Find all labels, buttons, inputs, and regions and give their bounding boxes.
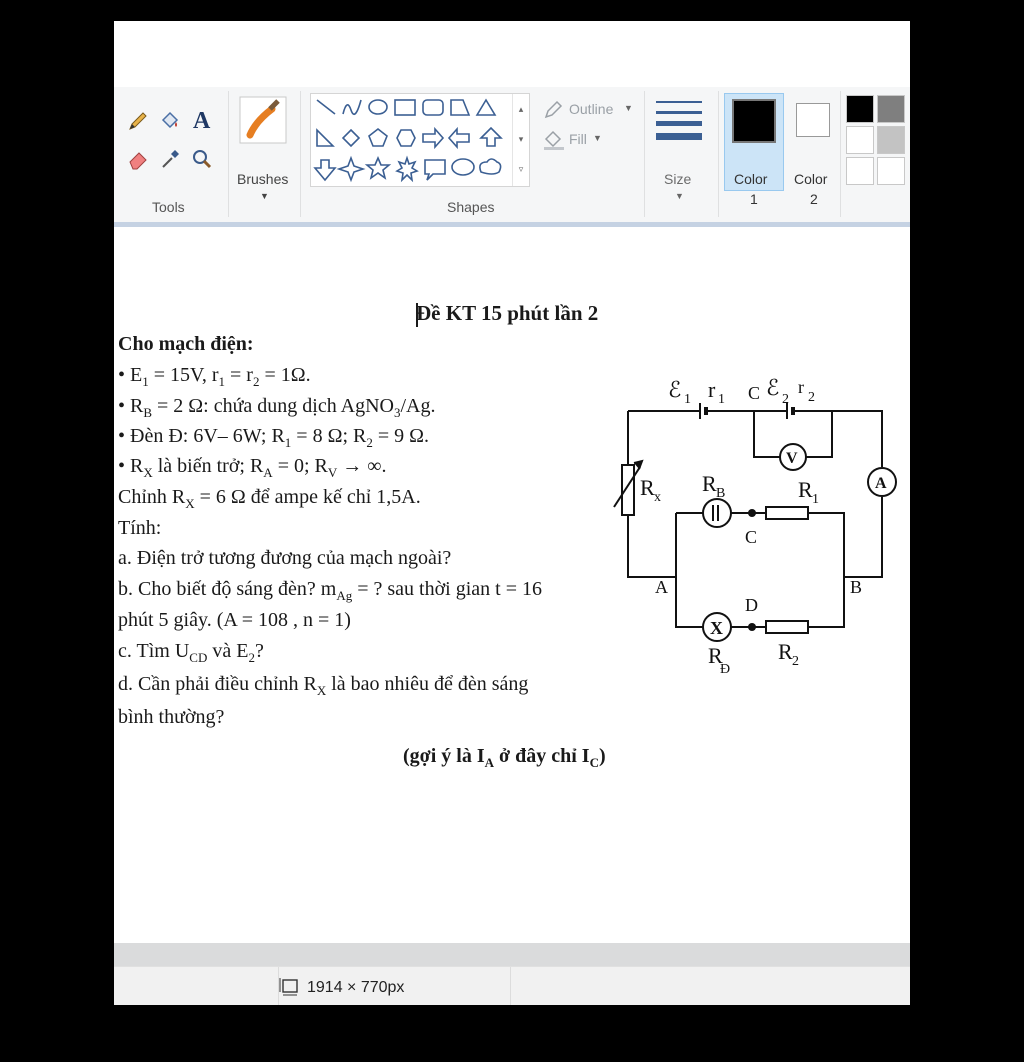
shapes-group-label: Shapes xyxy=(447,199,495,215)
outline-label[interactable]: Outline xyxy=(569,101,614,117)
ribbon: A Tools Brushes ▼ xyxy=(114,87,910,223)
label-node-a: A xyxy=(655,577,668,597)
palette-swatch[interactable] xyxy=(877,157,905,185)
outline-icon[interactable] xyxy=(542,99,564,121)
label-rd: R xyxy=(708,643,723,668)
doc-question-d-cont: bình thường? xyxy=(118,706,225,728)
doc-question-c: c. Tìm UCD và E2? xyxy=(118,640,264,665)
label-e1: ℰ xyxy=(668,377,681,402)
label-e2-sub: 2 xyxy=(782,392,789,407)
label-node-c: C xyxy=(745,527,757,547)
label-r1-sub: 1 xyxy=(718,392,725,407)
separator xyxy=(228,91,229,217)
document-title: Đề KT 15 phút lần 2 xyxy=(416,301,599,325)
label-rd-sub: Đ xyxy=(720,662,730,677)
doc-question-b: b. Cho biết độ sáng đèn? mAg = ? sau thờ… xyxy=(118,578,542,603)
label-r-two: R xyxy=(778,639,793,664)
palette-swatch[interactable] xyxy=(846,157,874,185)
doc-bullet-2: • RB = 2 Ω: chứa dung dịch AgNO3/Ag. xyxy=(118,395,436,420)
label-rb-sub: B xyxy=(716,486,725,501)
separator xyxy=(840,91,841,217)
brushes-icon[interactable] xyxy=(238,95,288,145)
paint-window: A Tools Brushes ▼ xyxy=(114,21,910,1005)
tools-group-label: Tools xyxy=(152,199,185,215)
label-e2: ℰ xyxy=(766,375,779,400)
ribbon-border xyxy=(114,222,910,227)
image-size-text: 1914 × 770px xyxy=(307,979,405,996)
color1-number: 1 xyxy=(750,191,758,207)
pencil-icon[interactable] xyxy=(126,109,150,133)
size-label[interactable]: Size xyxy=(664,171,692,187)
text-tool-icon[interactable]: A xyxy=(190,107,214,131)
palette-swatch[interactable] xyxy=(877,126,905,154)
image-size-icon xyxy=(279,977,301,997)
color-palette xyxy=(846,95,910,191)
size-dropdown-icon[interactable]: ▼ xyxy=(675,191,684,201)
doc-line-6: Tính: xyxy=(118,517,162,539)
magnifier-icon[interactable] xyxy=(190,147,214,171)
label-rx: R xyxy=(640,475,655,500)
voltmeter-symbol: V xyxy=(786,450,798,467)
brushes-label[interactable]: Brushes xyxy=(237,171,289,187)
outline-dropdown-icon[interactable]: ▼ xyxy=(624,103,633,113)
doc-question-d: d. Cần phải điều chỉnh RX là bao nhiêu đ… xyxy=(118,673,529,698)
doc-hint: (gợi ý là IA ở đây chỉ IC) xyxy=(403,745,606,770)
label-rx-sub: x xyxy=(654,490,661,505)
label-r-one-sub: 1 xyxy=(812,492,819,507)
fill-icon[interactable] xyxy=(542,129,566,151)
doc-question-b-cont: phút 5 giây. (A = 108 , n = 1) xyxy=(118,609,351,631)
drawing-canvas[interactable]: Đề KT 15 phút lần 2 Cho mạch điện: • E1 … xyxy=(114,227,910,943)
label-r-two-sub: 2 xyxy=(792,654,799,669)
label-e1-sub: 1 xyxy=(684,392,691,407)
svg-text:A: A xyxy=(193,108,211,131)
label-node-b: B xyxy=(850,577,862,597)
doc-heading: Cho mạch điện: xyxy=(118,333,254,355)
status-divider xyxy=(510,967,511,1005)
label-r2: r xyxy=(798,377,804,397)
palette-swatch[interactable] xyxy=(846,126,874,154)
label-r-one: R xyxy=(798,477,813,502)
fill-bucket-icon[interactable] xyxy=(158,109,182,133)
text-cursor xyxy=(416,303,418,327)
eraser-icon[interactable] xyxy=(126,147,150,171)
label-c-top: C xyxy=(748,383,760,403)
label-node-d: D xyxy=(745,595,758,615)
shapes-gallery[interactable]: ▴▾▿ xyxy=(310,93,530,187)
fill-label[interactable]: Fill xyxy=(569,131,587,147)
status-bar: 1914 × 770px xyxy=(114,966,910,1005)
color1-label: Color xyxy=(734,171,768,187)
fill-dropdown-icon[interactable]: ▼ xyxy=(593,133,602,143)
separator xyxy=(644,91,645,217)
label-r2-sub: 2 xyxy=(808,390,815,405)
separator xyxy=(300,91,301,217)
label-rb: R xyxy=(702,471,717,496)
doc-bullet-4: • RX là biến trở; RA = 0; RV → ∞. xyxy=(118,455,387,480)
status-divider xyxy=(278,967,279,1005)
ammeter-symbol: A xyxy=(875,475,887,492)
color1-swatch[interactable] xyxy=(732,99,776,143)
palette-swatch[interactable] xyxy=(877,95,905,123)
doc-line-5: Chỉnh RX = 6 Ω để ampe kế chỉ 1,5A. xyxy=(118,486,421,511)
brushes-dropdown-icon[interactable]: ▼ xyxy=(260,191,269,201)
palette-swatch[interactable] xyxy=(846,95,874,123)
color-picker-icon[interactable] xyxy=(158,147,182,171)
doc-bullet-1: • E1 = 15V, r1 = r2 = 1Ω. xyxy=(118,364,311,389)
separator xyxy=(718,91,719,217)
color2-swatch[interactable] xyxy=(796,103,830,137)
doc-bullet-3: • Đèn Đ: 6V– 6W; R1 = 8 Ω; R2 = 9 Ω. xyxy=(118,425,429,450)
lamp-symbol: X xyxy=(710,618,723,638)
color2-label[interactable]: Color xyxy=(794,171,828,187)
shapes-scroll[interactable]: ▴▾▿ xyxy=(512,94,529,186)
title-bar xyxy=(114,21,910,87)
circuit-diagram: ℰ 1 r 1 C ℰ 2 r 2 V A R x R B R 1 C A B xyxy=(613,375,897,677)
doc-question-a: a. Điện trở tương đương của mạch ngoài? xyxy=(118,547,452,569)
size-icon[interactable] xyxy=(656,97,702,141)
color2-number: 2 xyxy=(810,191,818,207)
canvas-scroll-area[interactable] xyxy=(114,943,910,966)
label-r1: r xyxy=(708,377,716,402)
